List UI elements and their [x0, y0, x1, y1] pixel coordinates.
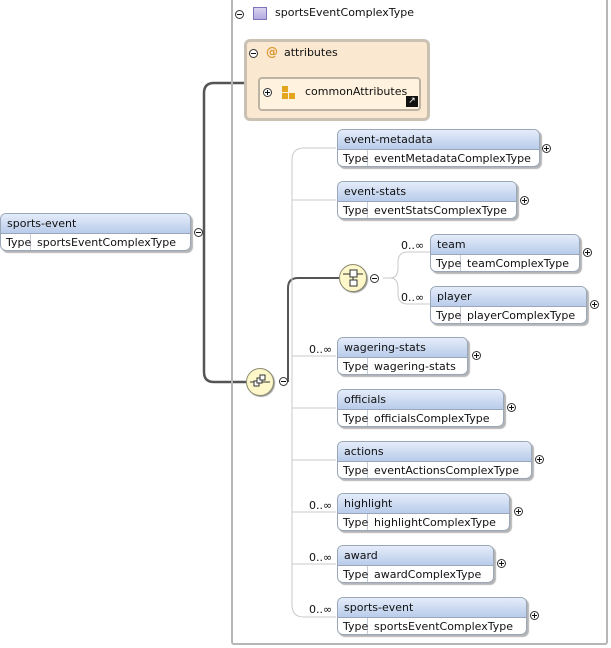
type-key: Type: [338, 410, 368, 426]
cardinality: 0..∞: [309, 499, 333, 512]
element-name: officials: [338, 390, 503, 410]
element-name: actions: [338, 442, 531, 462]
element-type: eventStatsComplexType: [374, 204, 507, 217]
complex-type-title: sportsEventComplexType: [275, 6, 415, 19]
element-name: team: [431, 235, 579, 255]
type-key: Type: [338, 618, 368, 634]
element-name: award: [338, 546, 493, 566]
element-name: sports-event: [1, 214, 190, 234]
type-key: Type: [338, 202, 368, 218]
element-name: wagering-stats: [338, 338, 467, 358]
element-type: playerComplexType: [467, 309, 576, 322]
cardinality: 0..∞: [309, 603, 333, 616]
complex-type-icon: [253, 7, 267, 20]
element-type: highlightComplexType: [374, 516, 496, 529]
type-key: Type: [431, 307, 461, 323]
reference-link-icon[interactable]: ↗: [406, 96, 418, 107]
expand-icon[interactable]: [530, 611, 539, 620]
element-name: event-stats: [338, 182, 516, 202]
type-key: Type: [338, 514, 368, 530]
element-name: highlight: [338, 494, 509, 514]
collapse-icon[interactable]: [249, 49, 258, 58]
element-type: eventMetadataComplexType: [374, 152, 531, 165]
cardinality: 0..∞: [401, 239, 425, 252]
collapse-icon[interactable]: [279, 377, 288, 386]
element-type: wagering-stats: [374, 360, 456, 373]
attribute-group-name: commonAttributes: [305, 85, 408, 98]
expand-icon[interactable]: [590, 300, 599, 309]
element-type: sportsEventComplexType: [37, 236, 177, 249]
element-highlight[interactable]: highlight Type highlightComplexType: [337, 493, 510, 531]
element-event-metadata[interactable]: event-metadata Type eventMetadataComplexT…: [337, 129, 540, 167]
expand-icon[interactable]: [535, 455, 544, 464]
root-element[interactable]: sports-event Type sportsEventComplexType: [0, 213, 191, 251]
attributes-label: attributes: [284, 46, 338, 59]
element-name: event-metadata: [338, 130, 539, 150]
element-team[interactable]: team Type teamComplexType: [430, 234, 580, 272]
type-key: Type: [338, 462, 368, 478]
collapse-icon[interactable]: [370, 274, 379, 283]
type-key: Type: [431, 255, 461, 271]
element-type: teamComplexType: [467, 257, 570, 270]
element-actions[interactable]: actions Type eventActionsComplexType: [337, 441, 532, 479]
collapse-icon[interactable]: [194, 228, 203, 237]
element-event-stats[interactable]: event-stats Type eventStatsComplexType: [337, 181, 517, 219]
cardinality: 0..∞: [309, 551, 333, 564]
element-name: player: [431, 287, 586, 307]
collapse-icon[interactable]: [235, 10, 244, 19]
choice-icon: [343, 269, 363, 287]
complex-type-panel: [231, 0, 608, 645]
type-key: Type: [338, 150, 368, 166]
attribute-group-icon: [282, 86, 296, 100]
type-key: Type: [338, 566, 368, 582]
type-key: Type: [1, 234, 31, 250]
element-player[interactable]: player Type playerComplexType: [430, 286, 587, 324]
choice-compositor[interactable]: [339, 264, 367, 292]
expand-icon[interactable]: [507, 403, 516, 412]
expand-icon[interactable]: [520, 196, 529, 205]
element-award[interactable]: award Type awardComplexType: [337, 545, 494, 583]
type-key: Type: [338, 358, 368, 374]
expand-icon[interactable]: [263, 88, 272, 97]
cardinality: 0..∞: [309, 343, 333, 356]
expand-icon[interactable]: [583, 248, 592, 257]
sequence-compositor[interactable]: [246, 368, 274, 396]
element-officials[interactable]: officials Type officialsComplexType: [337, 389, 504, 427]
cardinality: 0..∞: [401, 291, 425, 304]
element-type: awardComplexType: [374, 568, 482, 581]
expand-icon[interactable]: [514, 507, 523, 516]
element-type: eventActionsComplexType: [374, 464, 520, 477]
element-name: sports-event: [338, 598, 526, 618]
expand-icon[interactable]: [472, 351, 481, 360]
element-sports-event[interactable]: sports-event Type sportsEventComplexType: [337, 597, 527, 635]
element-type: sportsEventComplexType: [374, 620, 514, 633]
attribute-icon: @: [266, 45, 278, 59]
expand-icon[interactable]: [542, 144, 551, 153]
expand-icon[interactable]: [497, 559, 506, 568]
sequence-icon: [250, 374, 270, 387]
element-type: officialsComplexType: [374, 412, 490, 425]
